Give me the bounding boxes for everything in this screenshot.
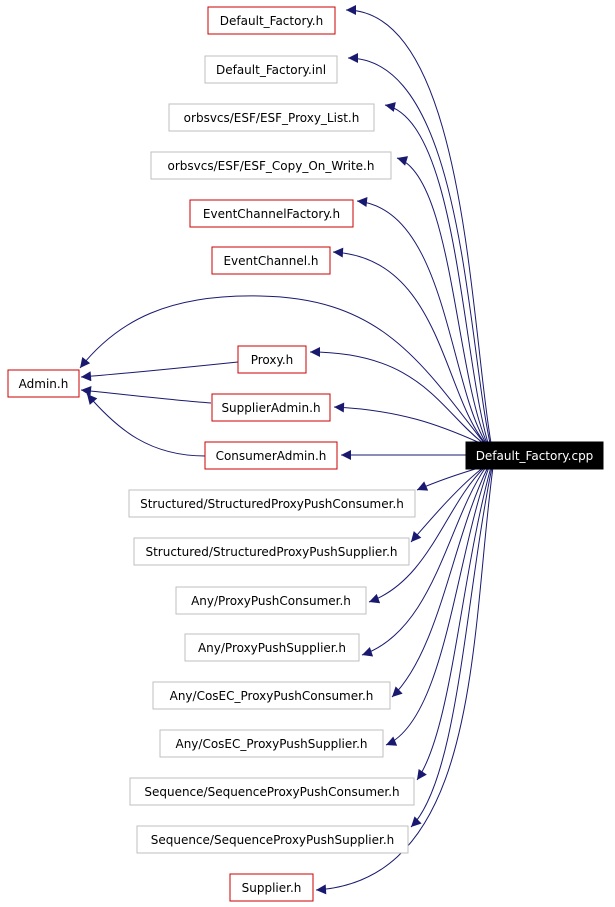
node-label: Default_Factory.h [220, 14, 323, 28]
node-label: Any/ProxyPushConsumer.h [191, 594, 351, 608]
node-consumer-admin[interactable]: ConsumerAdmin.h [204, 441, 338, 470]
node-label: Structured/StructuredProxyPushConsumer.h [140, 497, 404, 511]
node-label: Any/CosEC_ProxyPushSupplier.h [175, 737, 367, 751]
edge-focus-to-esf-proxy-list [384, 102, 489, 444]
edge-focus-to-sequence-supplier [410, 466, 493, 828]
edge-focus-to-supplier [315, 466, 494, 895]
node-label: Default_Factory.cpp [476, 449, 594, 463]
node-structured-supplier[interactable]: Structured/StructuredProxyPushSupplier.h [133, 537, 410, 566]
node-label: orbsvcs/ESF/ESF_Copy_On_Write.h [168, 159, 375, 173]
node-label: SupplierAdmin.h [221, 401, 320, 415]
edge-focus-to-event-channel-factory [356, 197, 487, 444]
node-label: Admin.h [19, 377, 69, 391]
node-label: Proxy.h [251, 353, 294, 367]
edge-focus-to-cosec-consumer [391, 466, 489, 698]
node-any-consumer[interactable]: Any/ProxyPushConsumer.h [175, 586, 367, 615]
node-sequence-supplier[interactable]: Sequence/SequenceProxyPushSupplier.h [136, 825, 409, 854]
node-default-factory-inl[interactable]: Default_Factory.inl [204, 55, 338, 84]
edge-focus-to-esf-copy-on-write [396, 156, 488, 444]
node-event-channel-factory[interactable]: EventChannelFactory.h [189, 199, 354, 228]
edges-layer [79, 5, 494, 895]
nodes-layer: Default_Factory.h Default_Factory.inl or… [7, 6, 604, 902]
node-esf-copy-on-write[interactable]: orbsvcs/ESF/ESF_Copy_On_Write.h [150, 151, 392, 180]
node-any-supplier[interactable]: Any/ProxyPushSupplier.h [184, 633, 360, 662]
edge-focus-to-default-factory-h [345, 5, 492, 444]
node-label: Structured/StructuredProxyPushSupplier.h [145, 545, 397, 559]
edge-focus-to-any-supplier [361, 466, 487, 657]
edge-focus-to-cosec-supplier [385, 466, 490, 746]
node-supplier-admin[interactable]: SupplierAdmin.h [211, 393, 331, 422]
node-proxy[interactable]: Proxy.h [237, 345, 307, 374]
node-default-factory-h[interactable]: Default_Factory.h [207, 6, 336, 35]
node-label: EventChannel.h [223, 254, 318, 268]
node-label: Supplier.h [242, 881, 302, 895]
node-focus-default-factory-cpp[interactable]: Default_Factory.cpp [465, 441, 604, 470]
edge-focus-to-sequence-consumer [416, 466, 492, 781]
edge-focus-to-admin [79, 295, 485, 444]
node-label: EventChannelFactory.h [203, 207, 340, 221]
node-label: Default_Factory.inl [216, 63, 326, 77]
edge-focus-to-proxy [309, 347, 484, 444]
edge-consumer-admin-to-admin [86, 393, 206, 457]
node-cosec-consumer[interactable]: Any/CosEC_ProxyPushConsumer.h [152, 681, 391, 710]
node-label: Sequence/SequenceProxyPushConsumer.h [144, 785, 399, 799]
edge-focus-to-default-factory-inl [347, 53, 491, 444]
edge-focus-to-supplier-admin [333, 402, 481, 444]
node-label: ConsumerAdmin.h [216, 449, 327, 463]
node-label: orbsvcs/ESF/ESF_Proxy_List.h [184, 111, 360, 125]
node-event-channel[interactable]: EventChannel.h [211, 246, 331, 275]
edge-focus-to-structured-consumer [416, 466, 483, 491]
edge-focus-to-any-consumer [368, 466, 486, 604]
node-structured-consumer[interactable]: Structured/StructuredProxyPushConsumer.h [128, 489, 416, 518]
node-label: Any/CosEC_ProxyPushConsumer.h [170, 689, 374, 703]
edge-supplier-admin-to-admin [80, 386, 212, 404]
edge-focus-to-event-channel [332, 247, 486, 444]
node-label: Sequence/SequenceProxyPushSupplier.h [151, 833, 395, 847]
edge-proxy-to-admin [80, 361, 239, 382]
node-sequence-consumer[interactable]: Sequence/SequenceProxyPushConsumer.h [129, 777, 415, 806]
node-esf-proxy-list[interactable]: orbsvcs/ESF/ESF_Proxy_List.h [168, 103, 375, 132]
node-cosec-supplier[interactable]: Any/CosEC_ProxyPushSupplier.h [159, 729, 384, 758]
node-admin[interactable]: Admin.h [7, 369, 80, 398]
node-supplier[interactable]: Supplier.h [229, 873, 314, 902]
node-label: Any/ProxyPushSupplier.h [198, 641, 346, 655]
edge-focus-to-structured-supplier [410, 466, 485, 543]
